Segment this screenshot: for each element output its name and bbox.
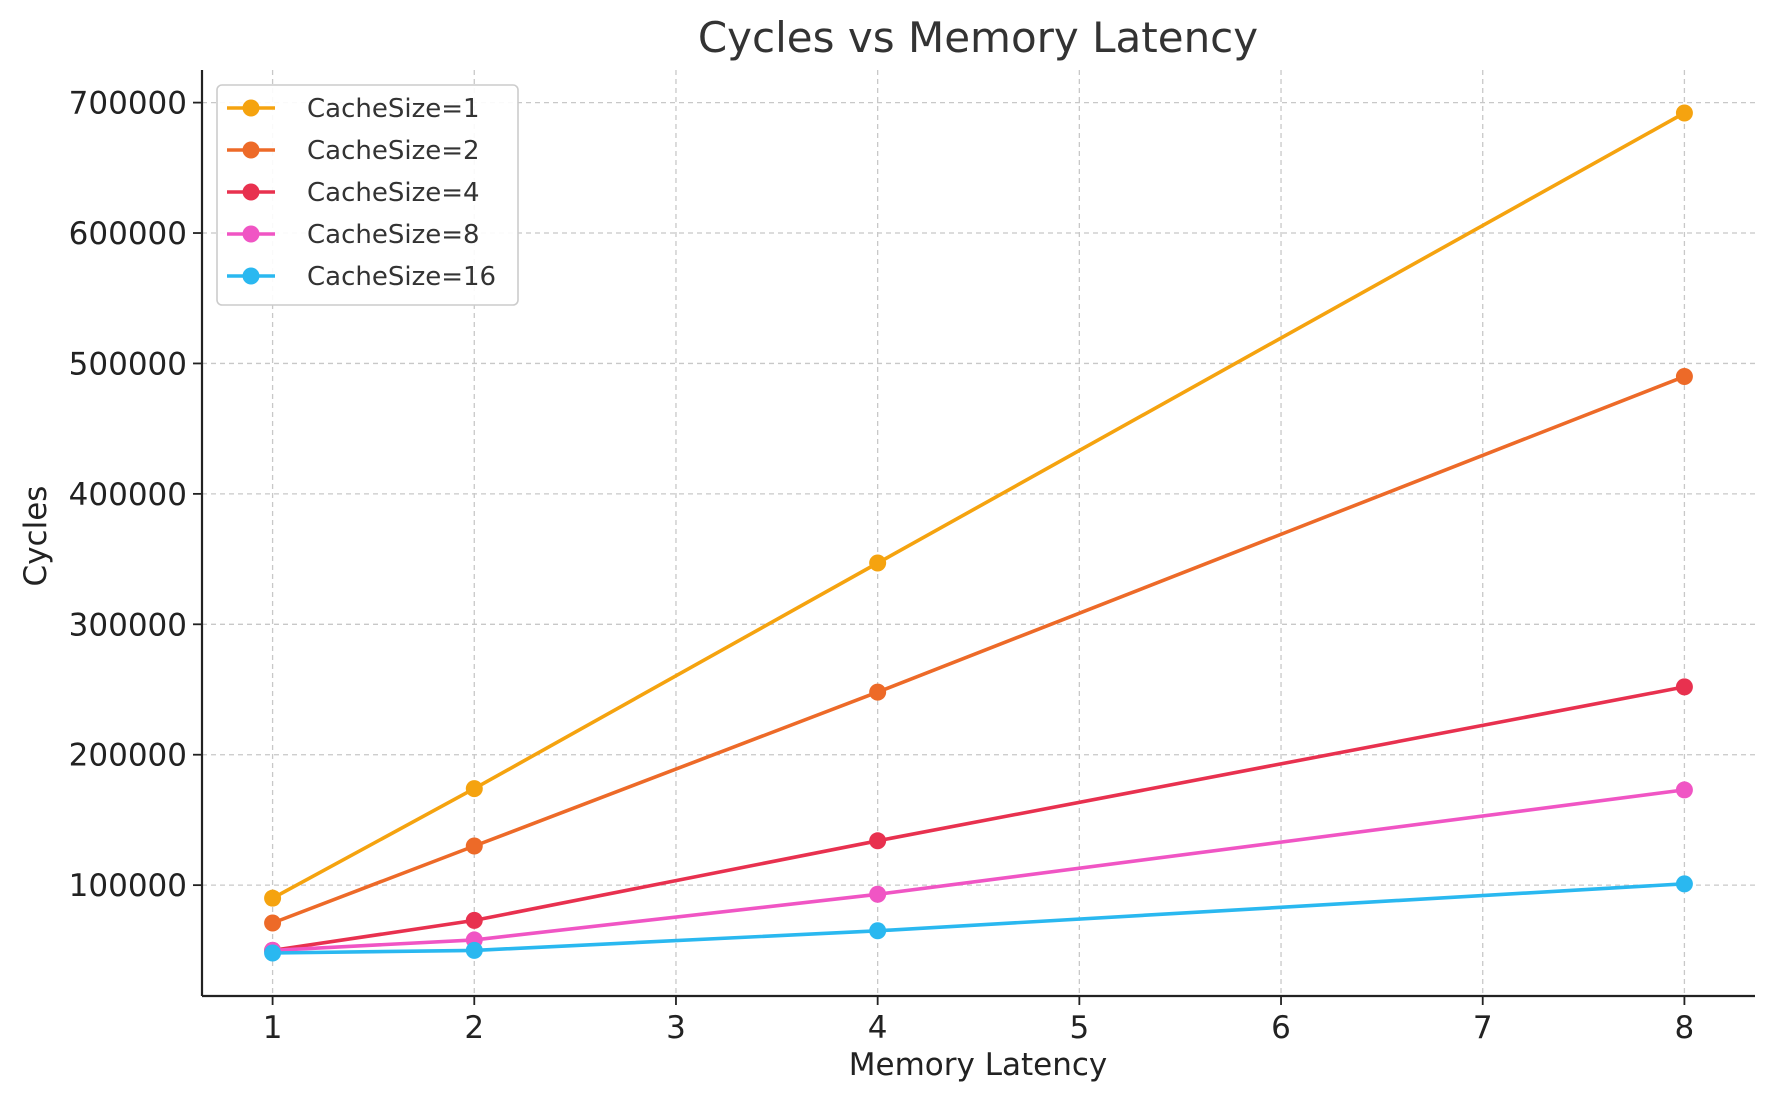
data-point [1675, 781, 1693, 799]
data-point [465, 780, 483, 798]
legend-swatch-marker [242, 183, 260, 201]
legend-swatch-marker [242, 225, 260, 243]
legend: CacheSize=1CacheSize=2CacheSize=4CacheSi… [216, 84, 519, 306]
series-group [264, 367, 1693, 932]
y-tick-label: 100000 [69, 868, 187, 904]
y-tick-label: 300000 [69, 607, 187, 643]
data-point [264, 944, 282, 962]
data-point [869, 683, 887, 701]
series-group [264, 781, 1693, 959]
x-tick-label: 2 [464, 1010, 484, 1046]
series [264, 104, 1693, 962]
x-tick-label: 7 [1473, 1010, 1493, 1046]
data-point [869, 554, 887, 572]
legend-label: CacheSize=16 [307, 262, 496, 292]
series-group [264, 875, 1693, 962]
y-tick-label: 600000 [69, 216, 187, 252]
x-tick-label: 3 [666, 1010, 686, 1046]
series-line [272, 788, 1685, 953]
legend-label: CacheSize=8 [307, 220, 480, 250]
axes [200, 70, 1755, 998]
x-axis-title: Memory Latency [849, 1047, 1107, 1083]
data-point [869, 885, 887, 903]
legend-swatch-marker [242, 99, 260, 117]
data-point [465, 941, 483, 959]
series-line [272, 882, 1685, 955]
data-point [869, 832, 887, 850]
x-tick-label: 5 [1069, 1010, 1089, 1046]
x-ticks: 1 2 3 4 5 6 7 8 [263, 996, 1695, 1046]
legend-box [216, 84, 519, 306]
chart-title: Cycles vs Memory Latency [698, 13, 1258, 62]
series-line [271, 374, 1686, 925]
y-tick-label: 400000 [69, 477, 187, 513]
legend-swatch-marker [242, 267, 260, 285]
data-point [264, 914, 282, 932]
grid [202, 70, 1755, 996]
y-tick-label: 500000 [69, 346, 187, 382]
data-point [869, 922, 887, 940]
series-group [264, 678, 1693, 959]
x-tick-label: 4 [868, 1010, 888, 1046]
data-point [1675, 367, 1693, 385]
y-tick-label: 200000 [69, 738, 187, 774]
legend-label: CacheSize=1 [307, 94, 480, 124]
series-line [271, 111, 1686, 900]
y-ticks: 100000 200000 300000 400000 500000 600000 7000… [69, 86, 202, 904]
series-group [264, 104, 1693, 907]
x-tick-label: 8 [1675, 1010, 1695, 1046]
data-point [1675, 875, 1693, 893]
data-point [465, 911, 483, 929]
data-point [1675, 678, 1693, 696]
y-tick-label: 700000 [69, 86, 187, 122]
series-line [272, 685, 1685, 953]
legend-swatch-marker [242, 141, 260, 159]
legend-label: CacheSize=4 [307, 178, 480, 208]
data-point [465, 837, 483, 855]
data-point [1675, 104, 1693, 122]
y-axis-title: Cycles [18, 486, 54, 587]
legend-label: CacheSize=2 [307, 136, 480, 166]
x-tick-label: 1 [263, 1010, 283, 1046]
data-point [264, 889, 282, 907]
x-tick-label: 6 [1271, 1010, 1291, 1046]
